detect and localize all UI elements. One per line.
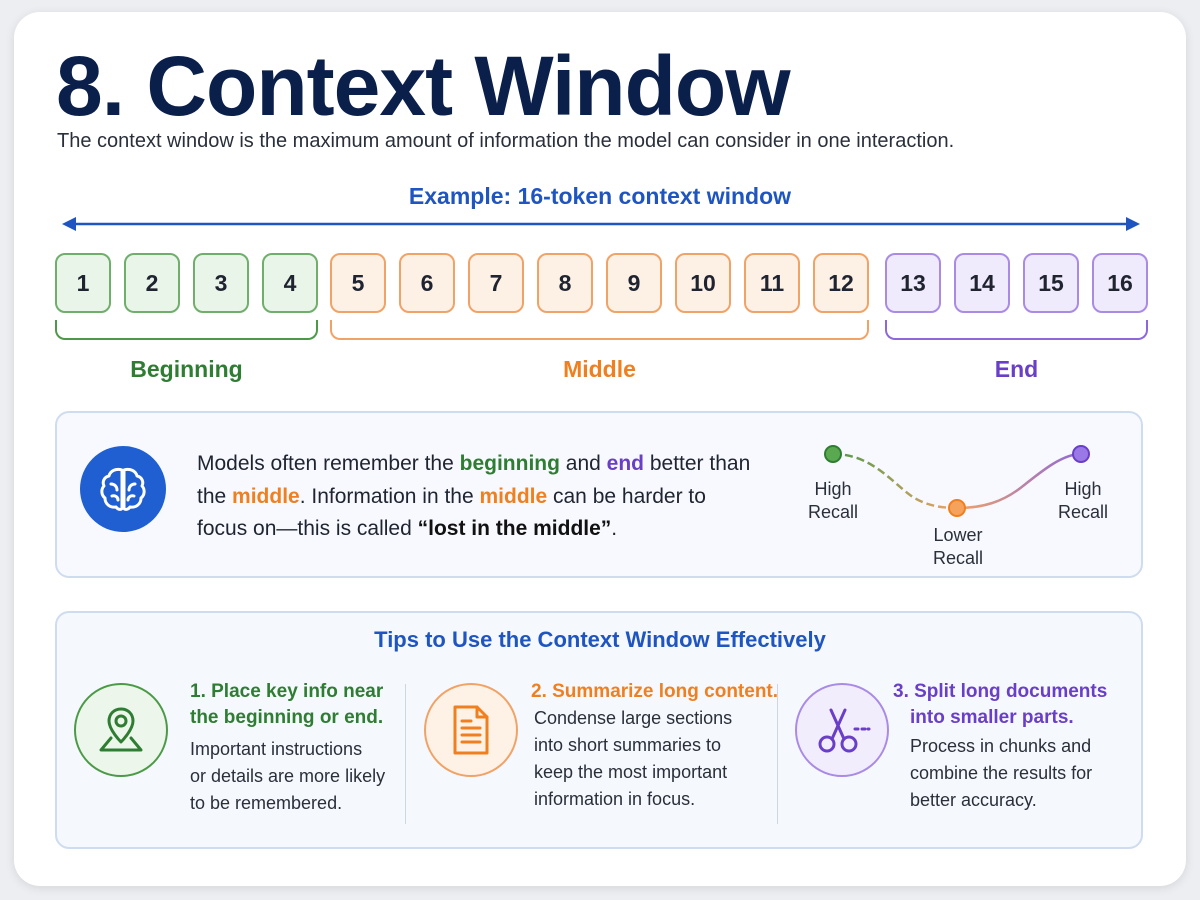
token-box: 8 [537, 253, 593, 313]
tip-2-heading: 2. Summarize long content. [531, 681, 779, 702]
recall-label-middle: Lower Recall [932, 525, 984, 568]
tip-1-heading: 1. Place key info near the beginning or … [190, 681, 384, 728]
tip-3-body: Process in chunks and combine the result… [910, 736, 1093, 810]
tip-icon-circle [795, 683, 889, 777]
brain-icon [80, 446, 166, 532]
token-box: 3 [193, 253, 249, 313]
token-box: 11 [744, 253, 800, 313]
recall-label-right: High Recall [1057, 479, 1109, 522]
double-arrow-icon [62, 217, 1140, 231]
divider [405, 684, 406, 824]
segment-label-middle: Middle [563, 356, 636, 382]
keyword-end: end [606, 452, 645, 475]
token-box: 10 [675, 253, 731, 313]
tip-icon-circle [424, 683, 518, 777]
high-recall-point [1072, 445, 1090, 463]
document-icon [453, 705, 489, 755]
token-box: 7 [468, 253, 524, 313]
tip-1-body: Important instructions or details are mo… [190, 739, 386, 813]
segment-label-beginning: Beginning [130, 356, 243, 382]
token-box: 14 [954, 253, 1010, 313]
tip-icon-circle [74, 683, 168, 777]
scissors-icon [818, 708, 871, 753]
token-box: 15 [1023, 253, 1079, 313]
recall-curve [824, 445, 1090, 517]
token-box: 1 [55, 253, 111, 313]
token-box: 6 [399, 253, 455, 313]
token-box: 9 [606, 253, 662, 313]
tips-panel [55, 611, 1143, 849]
tip-3-heading: 3. Split long documents into smaller par… [893, 681, 1108, 728]
page-title: 8. Context Window [56, 39, 791, 133]
token-box: 4 [262, 253, 318, 313]
map-pin-icon [99, 707, 143, 752]
token-box: 13 [885, 253, 941, 313]
recall-label-left: High Recall [807, 479, 859, 522]
tip-2-body: Condense large sections into short summa… [534, 708, 733, 809]
tips-title: Tips to Use the Context Window Effective… [374, 627, 826, 652]
segment-label-end: End [994, 356, 1039, 382]
keyword-lost-in-middle: “lost in the middle” [417, 517, 612, 540]
keyword-middle: middle [479, 484, 548, 508]
token-box: 16 [1092, 253, 1148, 313]
keyword-beginning: beginning [459, 452, 560, 475]
recall-explanation: Models often remember the beginning and … [197, 452, 751, 540]
low-recall-point [948, 499, 966, 517]
recall-panel [55, 411, 1143, 578]
end-bracket [885, 320, 1148, 340]
divider [777, 684, 778, 824]
token-box: 2 [124, 253, 180, 313]
page-subtitle: The context window is the maximum amount… [57, 130, 955, 152]
token-box: 12 [813, 253, 869, 313]
high-recall-point [824, 445, 842, 463]
middle-bracket [330, 320, 869, 340]
keyword-middle: middle [232, 484, 300, 508]
beginning-bracket [55, 320, 318, 340]
token-box: 5 [330, 253, 386, 313]
example-label: Example: 16-token context window [408, 183, 792, 209]
